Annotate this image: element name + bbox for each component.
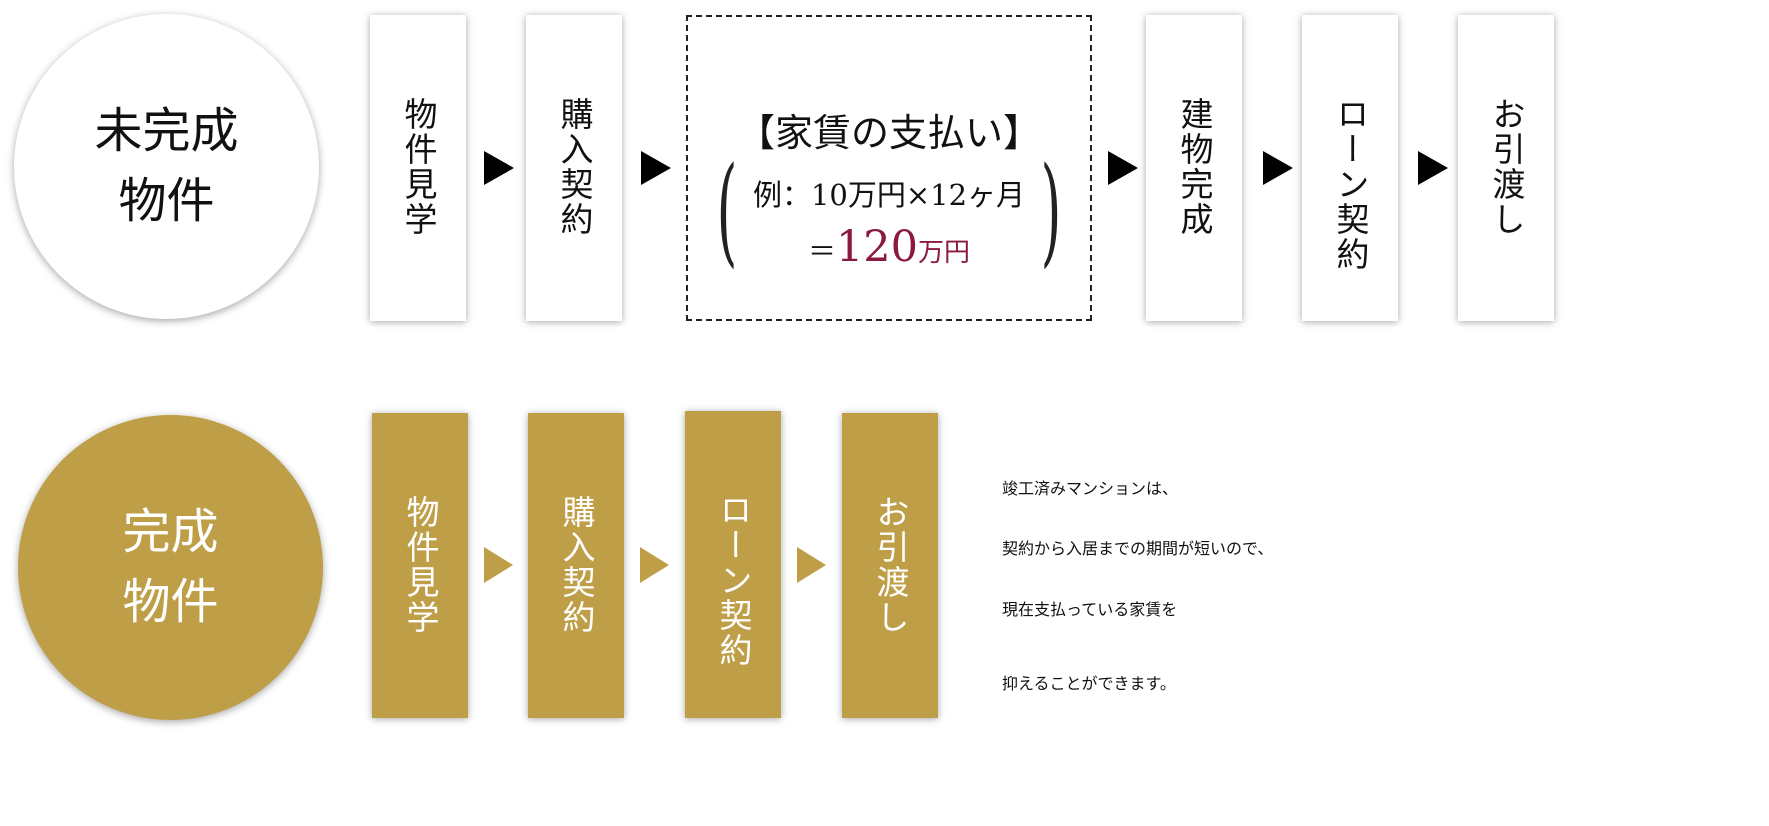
step-label: お引渡し <box>871 495 910 635</box>
rent-total: ＝120万円 <box>688 222 1090 272</box>
step-label: 物件見学 <box>399 97 438 237</box>
completed-property-label: 完成 物件 <box>122 503 219 630</box>
rent-payment-title: 【家賃の支払い】 <box>736 111 1041 155</box>
bottom-step-viewing: 物件見学 <box>372 413 468 718</box>
step-label: お引渡し <box>1487 97 1526 237</box>
step-label: 物件見学 <box>401 495 440 635</box>
bottom-step-purchase-contract: 購入契約 <box>528 413 624 718</box>
unfinished-property-circle: 未完成 物件 <box>14 14 319 319</box>
rent-payment-box: 【家賃の支払い】 ( ) 例：10万円×12ヶ月 ＝120万円 <box>686 15 1092 321</box>
arrow-right-icon <box>641 151 671 185</box>
top-step-viewing: 物件見学 <box>370 15 466 321</box>
equals-sign: ＝ <box>807 235 836 268</box>
description-line-3: 現在支払っている家賃を <box>1002 600 1178 619</box>
left-parenthesis: ( <box>716 141 738 279</box>
bottom-step-loan-contract: ローン契約 <box>685 411 781 718</box>
rent-example: 例：10万円×12ヶ月 <box>752 178 1026 212</box>
arrow-right-icon <box>484 151 514 185</box>
rent-total-amount: 120 <box>835 222 919 272</box>
arrow-right-icon <box>1263 151 1293 185</box>
rent-total-unit: 万円 <box>918 238 971 268</box>
arrow-right-icon <box>1108 151 1138 185</box>
arrow-right-icon <box>640 547 669 583</box>
step-label: 購入契約 <box>557 495 596 635</box>
step-label: ローン契約 <box>1331 97 1370 272</box>
top-step-building-completion: 建物完成 <box>1146 15 1242 321</box>
step-label: 建物完成 <box>1175 97 1214 237</box>
description-line-2: 契約から入居までの期間が短いので、 <box>1002 539 1274 558</box>
top-step-handover: お引渡し <box>1458 15 1554 321</box>
step-label: 購入契約 <box>555 97 594 237</box>
right-parenthesis: ) <box>1040 141 1062 279</box>
description-line-4: 抑えることができます。 <box>1002 674 1176 693</box>
step-label: ローン契約 <box>714 493 753 668</box>
completed-property-circle: 完成 物件 <box>18 415 323 720</box>
arrow-right-icon <box>1418 151 1448 185</box>
description-line-1: 竣工済みマンションは、 <box>1002 479 1179 498</box>
top-step-loan-contract: ローン契約 <box>1302 15 1398 321</box>
top-step-purchase-contract: 購入契約 <box>526 15 622 321</box>
arrow-right-icon <box>484 547 513 583</box>
arrow-right-icon <box>797 547 826 583</box>
bottom-step-handover: お引渡し <box>842 413 938 718</box>
unfinished-property-label: 未完成 物件 <box>94 102 239 229</box>
